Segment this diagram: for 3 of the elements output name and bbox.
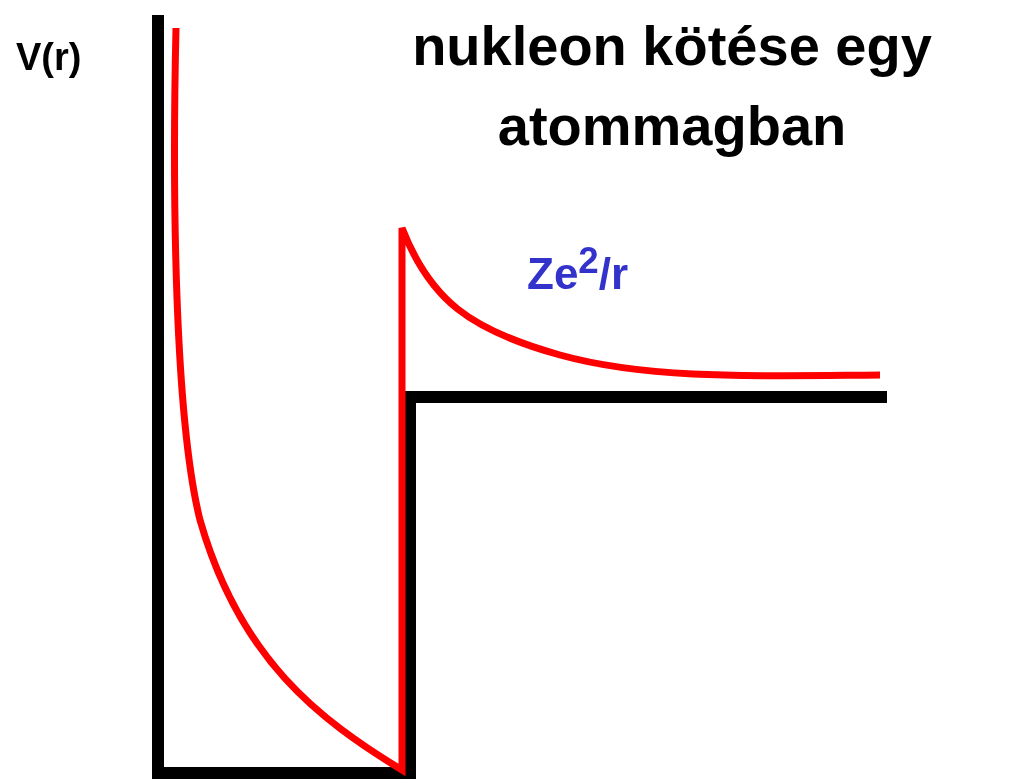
diagram-title: nukleon kötése egy atommagban bbox=[411, 13, 933, 159]
curve-label: Ze$^{2}$/r bbox=[527, 240, 629, 299]
axis-label: V(r) bbox=[16, 36, 82, 79]
